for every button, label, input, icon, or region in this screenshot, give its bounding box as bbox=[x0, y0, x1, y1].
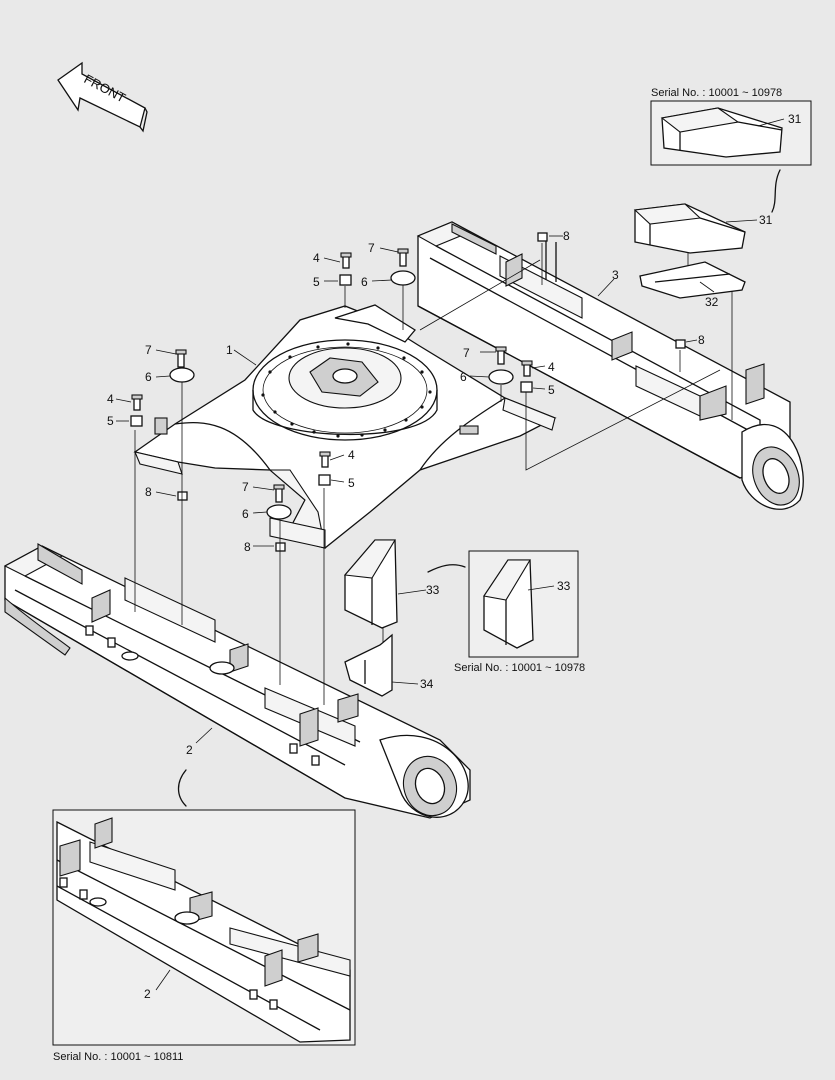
part-label-6-b: 6 bbox=[145, 370, 152, 384]
part-label-5-d: 5 bbox=[348, 476, 355, 490]
bracket-34 bbox=[344, 633, 393, 697]
part-label-6-a: 6 bbox=[361, 275, 368, 289]
cover-31 bbox=[633, 203, 746, 254]
inset-bottom bbox=[52, 769, 356, 1046]
part-label-31: 31 bbox=[759, 213, 773, 227]
part-label-1: 1 bbox=[226, 343, 233, 357]
side-frame-left bbox=[3, 543, 471, 819]
part-label-7-d: 7 bbox=[242, 480, 249, 494]
part-label-5-c: 5 bbox=[548, 383, 555, 397]
inset-top-right bbox=[650, 100, 812, 213]
bearing-bolt-holes bbox=[261, 342, 432, 438]
part-number-labels: 1 2 2 3 4 5 6 7 4 5 6 7 8 7 6 4 5 8 8 4 … bbox=[107, 112, 802, 1001]
serial-caption-bottom: Serial No. : 10001 ~ 10811 bbox=[53, 1051, 183, 1063]
part-label-33: 33 bbox=[426, 583, 440, 597]
part-label-7-b: 7 bbox=[145, 343, 152, 357]
front-direction-arrow: FRONT bbox=[57, 61, 148, 133]
side-frame-right bbox=[416, 221, 804, 510]
part-label-5-b: 5 bbox=[107, 414, 114, 428]
part-label-3: 3 bbox=[612, 268, 619, 282]
part-label-4-c: 4 bbox=[548, 360, 555, 374]
inset-middle bbox=[427, 550, 579, 658]
upper-frame bbox=[133, 304, 557, 549]
cover-33 bbox=[343, 539, 398, 629]
serial-captions: Serial No. : 10001 ~ 10978 Serial No. : … bbox=[53, 87, 782, 1063]
part-label-4-a: 4 bbox=[313, 251, 320, 265]
part-label-31-inset: 31 bbox=[788, 112, 802, 126]
part-label-32: 32 bbox=[705, 295, 719, 309]
part-label-33-inset: 33 bbox=[557, 579, 571, 593]
part-label-34: 34 bbox=[420, 677, 434, 691]
part-label-5-a: 5 bbox=[313, 275, 320, 289]
part-label-8-d: 8 bbox=[244, 540, 251, 554]
part-label-6-d: 6 bbox=[242, 507, 249, 521]
fasteners bbox=[130, 232, 686, 552]
part-label-8-b: 8 bbox=[563, 229, 570, 243]
serial-caption-middle: Serial No. : 10001 ~ 10978 bbox=[454, 662, 585, 674]
serial-caption-top-right: Serial No. : 10001 ~ 10978 bbox=[651, 87, 782, 99]
part-label-7-c: 7 bbox=[463, 346, 470, 360]
part-label-2: 2 bbox=[186, 743, 193, 757]
part-label-2-inset: 2 bbox=[144, 987, 151, 1001]
leader-lines bbox=[115, 118, 785, 991]
part-label-8-a: 8 bbox=[145, 485, 152, 499]
bracket-32 bbox=[639, 261, 746, 299]
part-label-4-d: 4 bbox=[348, 448, 355, 462]
part-label-8-c: 8 bbox=[698, 333, 705, 347]
part-label-7-a: 7 bbox=[368, 241, 375, 255]
part-label-6-c: 6 bbox=[460, 370, 467, 384]
part-label-4-b: 4 bbox=[107, 392, 114, 406]
